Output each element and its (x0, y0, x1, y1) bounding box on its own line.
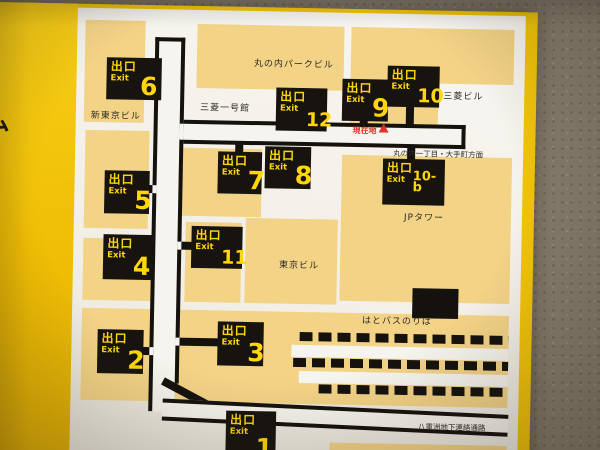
exit-label-jp: 出口 (391, 67, 418, 83)
exit-label-jp: 出口 (221, 323, 248, 338)
building-block-south-strip (329, 442, 507, 450)
yellow-side-strip: ム (0, 2, 78, 450)
exit-label-jp: 出口 (268, 148, 296, 163)
label-hato-bus-stop: はとバスのりば (361, 316, 433, 328)
passage-junction (149, 347, 154, 356)
passage-junction (179, 123, 184, 140)
exit-label-jp: 出口 (386, 160, 414, 176)
exit-label-jp: 出口 (110, 59, 137, 74)
building-label-mitsubishi-bldg: 三菱ビル (443, 91, 484, 103)
exit-label-en: Exit (268, 162, 288, 173)
exit-label-jp: 出口 (229, 412, 257, 428)
exit-label-en: Exit (195, 241, 214, 253)
exit-map-sign: ム (0, 2, 538, 450)
exit-number: 10-b (412, 169, 437, 196)
current-location-marker-icon (378, 123, 389, 133)
exit-label-jp: 出口 (107, 236, 134, 251)
exit-box-6: 出口 Exit 6 (106, 57, 162, 101)
exit-label-jp: 出口 (346, 80, 373, 96)
exit-label-en: Exit (386, 174, 406, 185)
passage-branch-exit3 (177, 337, 220, 347)
exit-label-jp: 出口 (280, 89, 307, 105)
building-label-marunouchi-park: 丸の内パークビル (253, 59, 334, 71)
current-location-label: 現在地 (352, 125, 377, 136)
passage-junction (152, 185, 157, 194)
exit-number: 11 (220, 246, 248, 269)
exit-label-en: Exit (229, 426, 249, 437)
exit-label-en: Exit (391, 81, 410, 93)
exit-label-en: Exit (346, 94, 365, 106)
exit-number: 12 (305, 108, 333, 132)
exit-label-en: Exit (108, 186, 127, 197)
exit-label-en: Exit (279, 103, 299, 114)
exit-number: 4 (132, 251, 151, 281)
exit-label-en: Exit (107, 250, 126, 261)
exit-number: 2 (126, 345, 145, 375)
passage-junction (177, 241, 182, 250)
exit-label-jp: 出口 (195, 227, 222, 243)
exit-number: 6 (139, 71, 158, 101)
exit-number: 10 (417, 85, 444, 108)
exit-label: 出口 Exit (110, 59, 137, 96)
building-label-shintokyo: 新東京ビル (90, 110, 141, 122)
exit-number: 5 (133, 185, 152, 215)
exit-label-en: Exit (221, 337, 240, 348)
passage-stub-exit10 (405, 104, 415, 127)
exit-number: 7 (247, 165, 266, 196)
exit-label-jp: 出口 (108, 172, 135, 187)
building-label-ichigokan: 三菱一号館 (199, 103, 251, 114)
exit-label-jp: 出口 (101, 331, 128, 346)
exit-label-jp: 出口 (221, 153, 249, 168)
exit-number: 8 (294, 160, 313, 190)
building-label-jp-tower: JPタワー (403, 212, 445, 224)
building-label-tokyo-bldg: 東京ビル (278, 260, 320, 272)
passage-line (155, 37, 186, 42)
label-yaesu-passage: 八重洲地下連絡通路 (417, 422, 486, 433)
exit-label-en: Exit (110, 73, 129, 84)
exit-label-en: Exit (221, 167, 241, 178)
passage-line (461, 125, 466, 150)
passage-junction (175, 337, 180, 346)
strip-edge-text: ム (0, 107, 10, 137)
exit-number: 1 (255, 432, 274, 450)
exit-label-en: Exit (101, 345, 120, 356)
exit-number: 3 (247, 337, 266, 368)
